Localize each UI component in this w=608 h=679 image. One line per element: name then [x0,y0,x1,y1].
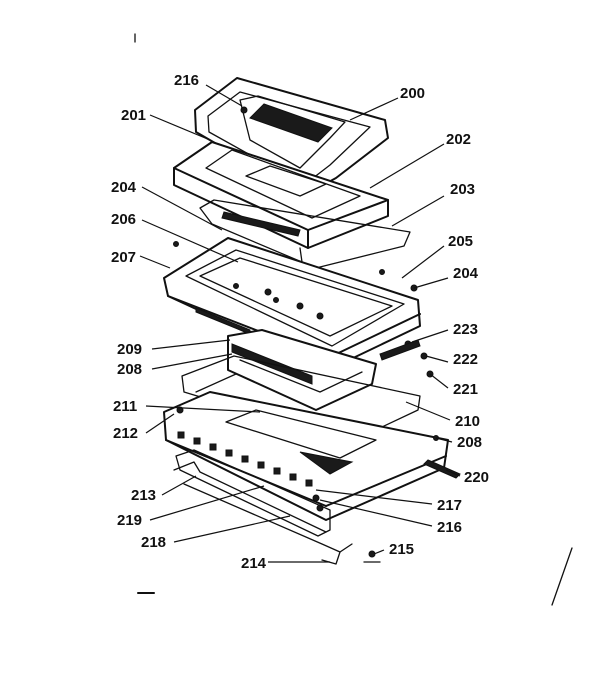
part-212-key-row [177,431,313,487]
label-209: 209 [117,341,142,358]
label-220: 220 [464,469,489,486]
label-213: 213 [131,487,156,504]
part-202-frame [173,141,389,249]
label-210: 210 [455,413,480,430]
label-204-left: 204 [111,179,137,196]
scan-mark-right-edge [551,547,573,606]
label-200: 200 [400,85,425,102]
part-210-211-film [181,355,421,443]
label-201: 201 [121,107,146,124]
label-219: 219 [117,512,142,529]
label-218: 218 [141,534,166,551]
label-207: 207 [111,249,136,266]
leader-lines [139,84,461,563]
label-211: 211 [113,398,137,415]
label-205: 205 [448,233,473,250]
label-223: 223 [453,321,478,338]
label-215: 215 [389,541,414,558]
label-212: 212 [113,425,138,442]
label-202: 202 [446,131,471,148]
part-215-screw [363,550,381,563]
label-216-top: 216 [174,72,199,89]
label-217: 217 [437,497,462,514]
part-220-connector [423,459,461,479]
label-222: 222 [453,351,478,368]
label-221: 221 [453,381,478,398]
label-206: 206 [111,211,136,228]
label-208-left: 208 [117,361,142,378]
label-216-bottom: 216 [437,519,462,536]
part-218-219-base-plate [173,449,331,537]
label-204-right: 204 [453,265,479,282]
label-208-right: 208 [457,434,482,451]
part-214-strip [183,483,353,565]
label-214: 214 [241,555,267,572]
small-hardware [176,284,439,441]
label-203: 203 [450,181,475,198]
part-203-gasket [199,199,411,269]
